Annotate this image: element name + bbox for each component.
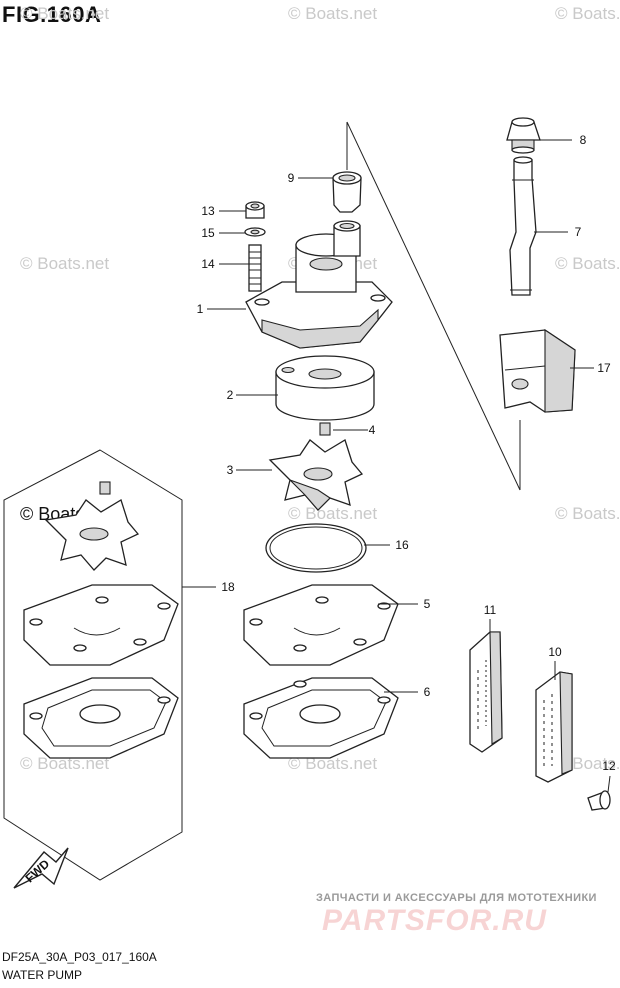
- part-1-pump-case[interactable]: [245, 220, 393, 349]
- callout-3: 3: [227, 463, 234, 477]
- group-line: [346, 121, 521, 491]
- figure-code: DF25A_30A_P03_017_160A: [2, 950, 157, 964]
- watermark: © Boats.net: [555, 254, 620, 273]
- callout-9: 9: [288, 171, 295, 185]
- figure-name: WATER PUMP: [2, 968, 82, 982]
- part-11-strainer[interactable]: [469, 631, 503, 753]
- callout-17: 17: [597, 361, 611, 375]
- watermark: © Boats.net: [288, 504, 378, 523]
- part-4-key[interactable]: [319, 422, 331, 436]
- callout-10: 10: [548, 645, 562, 659]
- watermark: © Boats.net: [20, 254, 110, 273]
- callout-18: 18: [221, 580, 235, 594]
- watermark: © Boats.net: [555, 504, 620, 523]
- callout-11: 11: [484, 603, 497, 617]
- callout-7: 7: [575, 225, 582, 239]
- part-15-washer[interactable]: [244, 227, 266, 237]
- callout-4: 4: [369, 423, 376, 437]
- part-9-sleeve[interactable]: [332, 171, 362, 213]
- part-13-nut[interactable]: [245, 201, 265, 219]
- callout-2: 2: [227, 388, 234, 402]
- watermark: © Boats.net: [555, 4, 620, 23]
- part-6-gasket[interactable]: [243, 677, 399, 759]
- kit-outline: [3, 449, 183, 881]
- part-8-grommet[interactable]: [506, 117, 541, 154]
- callout-6: 6: [424, 685, 431, 699]
- callout-labels: 1 2 3 4 5 6 7 8 9 10 11 12 13 15 14 16 1…: [197, 133, 616, 773]
- callout-16: 16: [395, 538, 409, 552]
- leader-lines: [182, 139, 611, 793]
- watermark: © Boats.net: [20, 4, 110, 23]
- part-2-liner[interactable]: [275, 355, 375, 421]
- watermark: © Boats.net: [288, 4, 378, 23]
- part-3-impeller[interactable]: [268, 439, 364, 511]
- part-14-stud-bolt[interactable]: [248, 244, 262, 292]
- callout-5: 5: [424, 597, 431, 611]
- part-17-holder[interactable]: [499, 328, 576, 413]
- callout-1: 1: [197, 302, 204, 316]
- part-12-screw[interactable]: [587, 790, 611, 811]
- callout-12: 12: [602, 759, 616, 773]
- part-16-o-ring[interactable]: [265, 523, 367, 573]
- kit-gasket-1[interactable]: [23, 584, 179, 666]
- callout-8: 8: [580, 133, 587, 147]
- callout-13: 13: [201, 204, 215, 218]
- part-5-gasket[interactable]: [243, 584, 399, 666]
- callout-15: 15: [201, 226, 215, 240]
- promo-text: ЗАПЧАСТИ И АКСЕССУАРЫ ДЛЯ МОТОТЕХНИКИ: [316, 892, 597, 904]
- part-7-hose[interactable]: [509, 156, 537, 296]
- callout-14: 14: [201, 257, 215, 271]
- kit-gasket-2[interactable]: [23, 677, 179, 759]
- kit-key[interactable]: [99, 481, 111, 495]
- watermark: © Boats.net: [288, 754, 378, 773]
- watermark: © Boats.net: [20, 754, 110, 773]
- kit-impeller[interactable]: [44, 499, 140, 571]
- promo-logo: PARTSFOR.RU: [322, 904, 547, 937]
- part-10-strainer[interactable]: [535, 671, 573, 783]
- figure-title: FIG.160A: [2, 2, 102, 27]
